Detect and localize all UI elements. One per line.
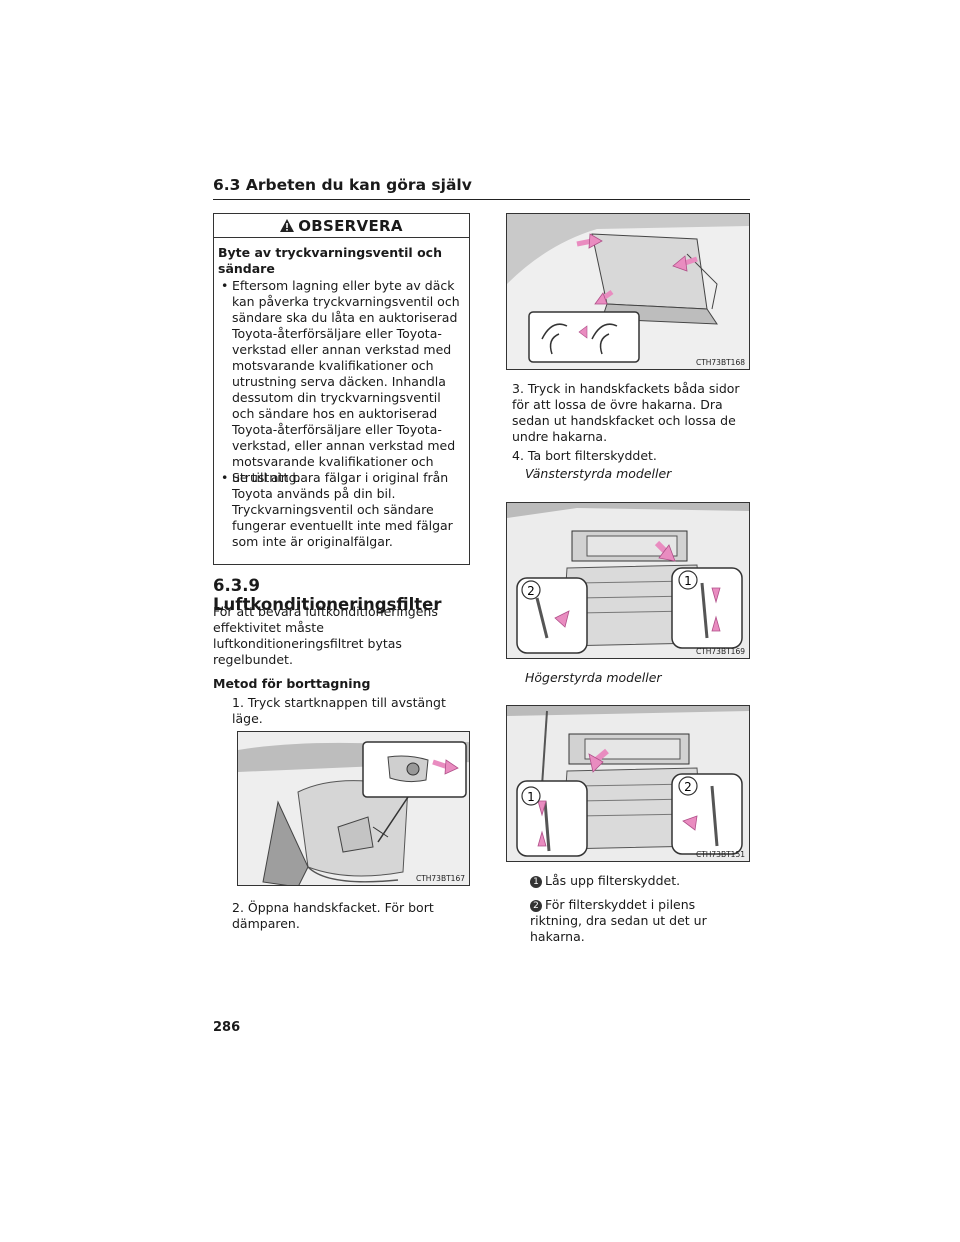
- figure-code: CTH73BT169: [695, 647, 745, 656]
- left-drive-label: Vänsterstyrda modeller: [525, 466, 672, 481]
- glovebox-hooks-illustration: [507, 214, 749, 369]
- figure-code: CTH73BT151: [695, 850, 745, 859]
- callout-number: 1: [527, 790, 535, 804]
- step-2: 2. Öppna handskfacket. För bort dämparen…: [232, 900, 462, 932]
- warning-icon: [280, 219, 295, 232]
- callout-2-text: För filterskyddet i pilens riktning, dra…: [530, 897, 707, 944]
- warning-header: OBSERVERA: [214, 214, 469, 238]
- warning-bullet: Eftersom lagning eller byte av däck kan …: [218, 278, 466, 486]
- figure-glovebox-hooks: CTH73BT168: [506, 213, 750, 370]
- figure-glovebox-damper: CTH73BT167: [237, 731, 470, 886]
- filter-left-drive-illustration: 2 1: [507, 503, 749, 658]
- section-intro: För att bevara luftkonditioneringens eff…: [213, 604, 438, 667]
- callout-number: 2: [684, 780, 692, 794]
- figure-code: CTH73BT167: [415, 874, 465, 883]
- warning-bullet: Se till att bara fälgar i original från …: [218, 470, 466, 550]
- header-divider: [213, 199, 750, 200]
- callout-number: 2: [527, 584, 535, 598]
- warning-box: OBSERVERA Byte av tryckvarningsventil oc…: [213, 213, 470, 565]
- callout-2-badge: 2: [530, 900, 542, 912]
- callout-1-text: Lås upp filterskyddet.: [545, 873, 681, 888]
- section-heading: 6.3.9 Luftkonditioneringsfilter: [213, 576, 442, 614]
- figure-filter-right-drive: 1 2 CTH73BT151: [506, 705, 750, 862]
- figure-code: CTH73BT168: [695, 358, 745, 367]
- glovebox-damper-illustration: [238, 732, 469, 885]
- warning-label: OBSERVERA: [298, 216, 403, 235]
- callout-number: 1: [684, 574, 692, 588]
- callout-1-badge: 1: [530, 876, 542, 888]
- page-number: 286: [213, 1020, 241, 1035]
- step-4: 4. Ta bort filterskyddet.: [512, 448, 657, 463]
- warning-title: Byte av tryckvarningsventil och sändare: [218, 245, 442, 276]
- step-1: 1. Tryck startknappen till avstängt läge…: [232, 695, 446, 726]
- right-drive-label: Högerstyrda modeller: [525, 670, 662, 685]
- section-header: 6.3 Arbeten du kan göra själv: [213, 176, 472, 194]
- method-heading: Metod för borttagning: [213, 676, 371, 691]
- step-2-text: 2. Öppna handskfacket. För bort dämparen…: [232, 900, 434, 931]
- figure-filter-left-drive: 2 1 CTH73BT169: [506, 502, 750, 659]
- step-3: 3. Tryck in handskfackets båda sidor för…: [512, 381, 740, 444]
- filter-right-drive-illustration: 1 2: [507, 706, 749, 861]
